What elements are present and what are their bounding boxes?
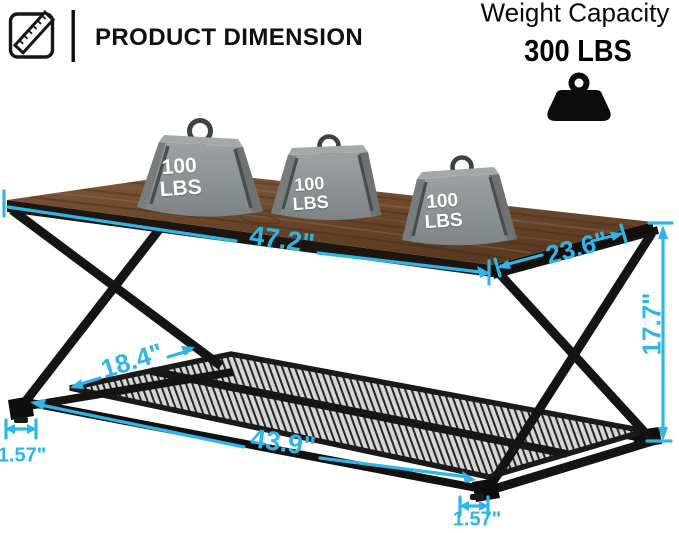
weight-3-label: 100 LBS bbox=[423, 190, 464, 234]
header-divider bbox=[71, 10, 75, 62]
left-front-foot bbox=[8, 396, 34, 420]
right-foot-pad bbox=[470, 494, 484, 500]
dim-table-height: 17.7" bbox=[636, 292, 667, 356]
weight-3-unit: LBS bbox=[423, 209, 464, 234]
weight-2-label: 100 LBS bbox=[291, 173, 330, 215]
weight-1 bbox=[137, 118, 263, 217]
weight-1-label: 100 LBS bbox=[158, 154, 203, 202]
weight-2-unit: LBS bbox=[291, 191, 330, 215]
left-foot-pad bbox=[14, 417, 28, 423]
dim-left-foot-width: 1.57" bbox=[0, 444, 47, 467]
page-title: PRODUCT DIMENSION bbox=[95, 24, 364, 51]
weight-capacity-value: 300 LBS bbox=[524, 33, 632, 68]
weight-3 bbox=[402, 155, 517, 246]
dim-right-foot-width: 1.57" bbox=[452, 508, 502, 531]
weight-1-unit: LBS bbox=[158, 175, 203, 202]
weight-icon bbox=[547, 72, 611, 121]
dimension-lines bbox=[2, 189, 674, 517]
weight-capacity-label: Weight Capacity bbox=[480, 0, 670, 28]
weight-2 bbox=[271, 134, 381, 221]
ruler-icon bbox=[8, 10, 56, 59]
